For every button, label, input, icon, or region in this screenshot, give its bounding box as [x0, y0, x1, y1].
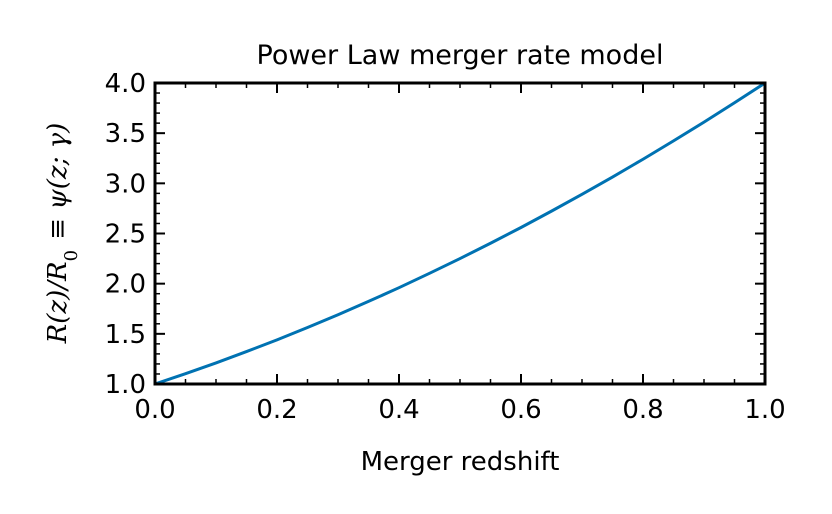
- chart-title: Power Law merger rate model: [257, 40, 664, 71]
- x-tick-label: 0.8: [622, 395, 663, 425]
- x-axis-label: Merger redshift: [361, 447, 560, 477]
- series-line: [154, 81, 766, 386]
- y-tick-label: 4.0: [105, 69, 146, 99]
- axis-tick-labels: 0.0 0.2 0.4 0.6 0.8 1.0 1.0 1.5 2.0 2.5 3.0 3.5 4.0: [105, 69, 786, 425]
- y-tick-label: 2.0: [105, 270, 146, 300]
- y-tick-label: 1.0: [105, 370, 146, 400]
- plot-frame: [153, 81, 767, 386]
- y-tick-label: 2.5: [105, 220, 146, 250]
- plot-series: [154, 81, 766, 386]
- x-tick-label: 0.0: [134, 395, 175, 425]
- axis-ticks: [154, 82, 766, 385]
- y-tick-label: 3.5: [105, 119, 146, 149]
- y-axis-label: R(z)/R0 ≡ ψ(z; γ): [43, 123, 82, 345]
- x-tick-label: 0.2: [256, 395, 297, 425]
- x-tick-label: 1.0: [744, 395, 785, 425]
- x-tick-label: 0.6: [500, 395, 541, 425]
- y-tick-label: 3.0: [105, 169, 146, 199]
- x-tick-label: 0.4: [378, 395, 419, 425]
- y-tick-label: 1.5: [105, 320, 146, 350]
